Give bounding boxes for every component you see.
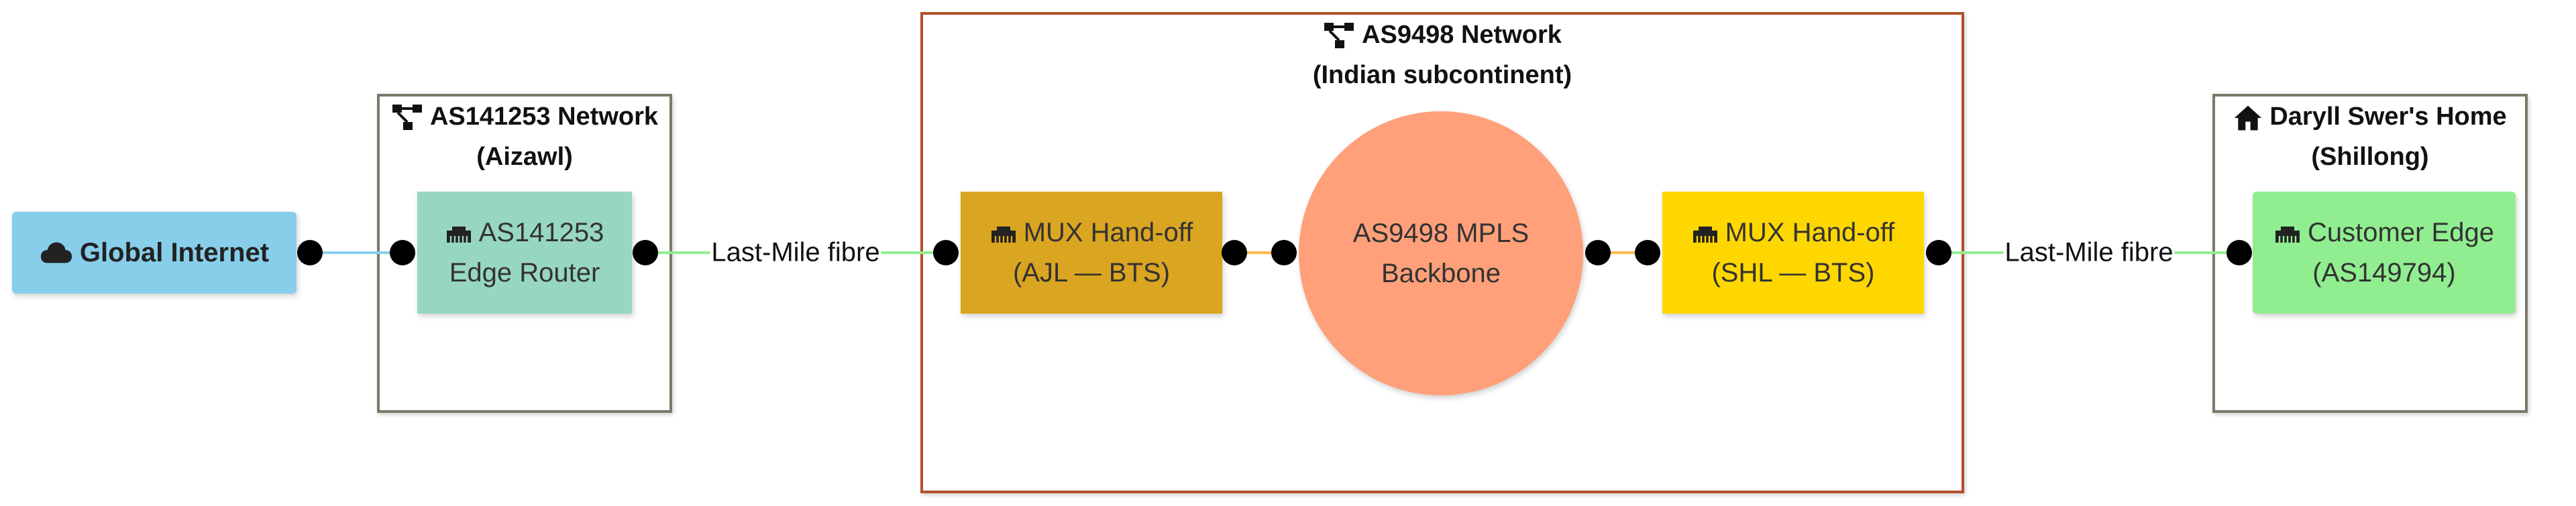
edge-mux-to-mpls bbox=[1234, 251, 1284, 254]
group-as9498-name: AS9498 Network bbox=[1362, 21, 1562, 49]
node-customer-edge[interactable]: Customer Edge (AS149794) bbox=[2253, 192, 2516, 314]
node-edge-router[interactable]: AS141253 Edge Router bbox=[417, 192, 632, 314]
mpls-line1: AS9498 MPLS bbox=[1352, 218, 1529, 248]
node-global-internet[interactable]: Global Internet bbox=[12, 212, 297, 294]
port-dot bbox=[390, 240, 415, 265]
ethernet-icon bbox=[446, 227, 471, 243]
port-dot bbox=[1585, 240, 1611, 265]
group-home-subtitle: (Shillong) bbox=[2311, 143, 2429, 171]
port-dot bbox=[1635, 240, 1660, 265]
edge-router-line1: AS141253 bbox=[478, 218, 604, 247]
edge-mpls-to-mux bbox=[1598, 251, 1648, 254]
edge-label-aizawl-fibre: Last-Mile fibre bbox=[710, 237, 881, 268]
group-aizawl-title: AS141253 Network (Aizawl) bbox=[380, 97, 669, 177]
port-dot bbox=[933, 240, 959, 265]
network-icon bbox=[392, 104, 422, 130]
port-dot bbox=[297, 240, 323, 265]
mux-shl-line1: MUX Hand-off bbox=[1725, 218, 1895, 247]
group-as9498-subtitle: (Indian subcontinent) bbox=[1312, 61, 1572, 89]
group-home-title: Daryll Swer's Home (Shillong) bbox=[2215, 97, 2525, 177]
customer-edge-line2: (AS149794) bbox=[2312, 258, 2456, 288]
port-dot bbox=[633, 240, 658, 265]
group-aizawl-subtitle: (Aizawl) bbox=[476, 143, 573, 171]
edge-label-shillong-fibre: Last-Mile fibre bbox=[2003, 237, 2175, 268]
ethernet-icon bbox=[1693, 227, 1717, 243]
port-dot bbox=[1926, 240, 1951, 265]
global-internet-label: Global Internet bbox=[79, 238, 270, 267]
node-mux-ajl[interactable]: MUX Hand-off (AJL — BTS) bbox=[961, 192, 1222, 314]
mux-shl-line2: (SHL — BTS) bbox=[1711, 258, 1875, 288]
group-home-name: Daryll Swer's Home bbox=[2269, 103, 2507, 131]
customer-edge-line1: Customer Edge bbox=[2308, 218, 2494, 247]
ethernet-icon bbox=[991, 227, 1016, 243]
port-dot bbox=[1271, 240, 1297, 265]
group-aizawl-name: AS141253 Network bbox=[429, 103, 659, 131]
port-dot bbox=[2226, 240, 2252, 265]
node-mux-shl[interactable]: MUX Hand-off (SHL — BTS) bbox=[1662, 192, 1924, 314]
cloud-icon bbox=[40, 242, 72, 263]
network-icon bbox=[1324, 22, 1354, 48]
mpls-line2: Backbone bbox=[1381, 259, 1501, 288]
port-dot bbox=[1222, 240, 1247, 265]
ethernet-icon bbox=[2275, 227, 2300, 243]
group-as9498-title: AS9498 Network (Indian subcontinent) bbox=[923, 15, 1962, 95]
mux-ajl-line1: MUX Hand-off bbox=[1023, 218, 1193, 247]
mux-ajl-line2: (AJL — BTS) bbox=[1012, 258, 1171, 288]
edge-internet-to-router bbox=[310, 251, 402, 254]
node-mpls-backbone[interactable]: AS9498 MPLS Backbone bbox=[1299, 111, 1583, 395]
group-home: Daryll Swer's Home (Shillong) bbox=[2212, 94, 2528, 413]
home-icon bbox=[2235, 105, 2262, 131]
edge-router-line2: Edge Router bbox=[449, 258, 600, 288]
